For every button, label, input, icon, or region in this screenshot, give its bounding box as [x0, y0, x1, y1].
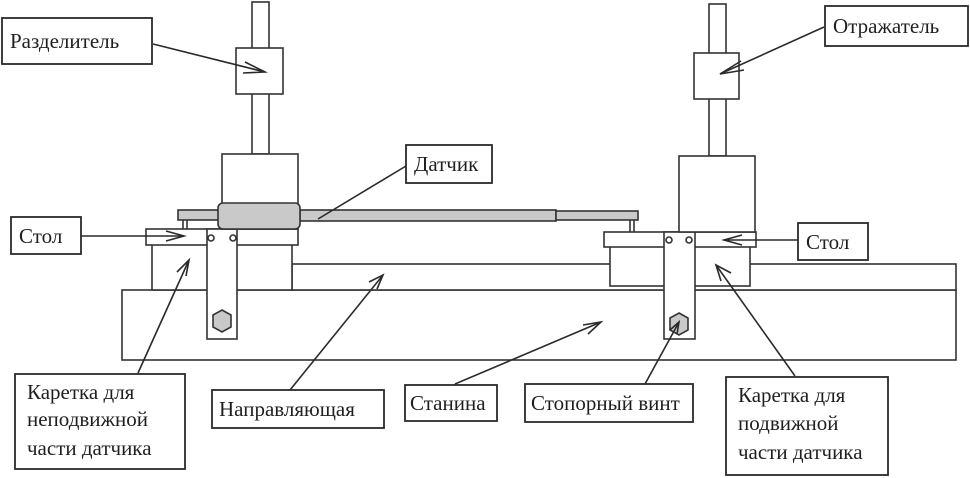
label-table-right: Стол	[797, 222, 869, 261]
bed	[121, 289, 957, 361]
label-splitter: Разделитель	[1, 17, 153, 65]
label-carriage-moving: Каретка для подвижной части датчика	[725, 376, 889, 476]
reflector-block	[693, 52, 740, 100]
leader-table-left	[81, 230, 187, 242]
arrow-head	[669, 319, 681, 335]
right-column	[678, 3, 756, 233]
label-carriage-moving-line1: Каретка для	[738, 383, 846, 407]
label-lock-screw-text: Стопорный винт	[531, 391, 680, 415]
arrow-head	[368, 273, 385, 290]
label-sensor-text: Датчик	[414, 152, 479, 176]
arrow-head	[165, 230, 187, 242]
label-reflector: Отражатель	[824, 5, 969, 47]
sensor-rod-thin	[555, 210, 639, 221]
right-column-base	[678, 155, 756, 233]
bed-body	[121, 289, 957, 361]
leader-table-right	[721, 234, 798, 246]
label-reflector-text: Отражатель	[833, 14, 939, 38]
left-pin-2	[229, 234, 237, 242]
label-guide-text: Направляющая	[219, 397, 355, 421]
leader-bed	[454, 320, 604, 385]
sensor-rod	[299, 209, 557, 222]
leader-guide	[289, 273, 385, 391]
arrow-head	[721, 234, 743, 246]
arrow-head	[719, 60, 745, 75]
leader-splitter	[152, 43, 269, 74]
label-lock-screw: Стопорный винт	[524, 383, 694, 423]
leader-carriage-fixed	[137, 257, 191, 374]
arrow-head	[582, 320, 604, 335]
label-splitter-text: Разделитель	[10, 29, 119, 53]
label-carriage-fixed-line3: части датчика	[27, 436, 152, 460]
left-pin-1	[207, 234, 215, 242]
sensor	[177, 202, 639, 232]
arrow-head	[176, 257, 191, 277]
label-carriage-moving-line2: подвижной	[738, 411, 838, 435]
label-carriage-fixed: Каретка для неподвижной части датчика	[14, 373, 186, 470]
arrow-head	[714, 263, 732, 282]
label-guide: Направляющая	[211, 389, 385, 429]
left-lock-screw-hex	[212, 309, 232, 333]
label-carriage-moving-line3: части датчика	[738, 440, 863, 464]
label-carriage-fixed-line2: неподвижной	[27, 407, 148, 431]
label-carriage-fixed-line1: Каретка для	[27, 380, 135, 404]
sensor-body	[217, 202, 301, 230]
arrow-head	[242, 61, 269, 74]
leader-carriage-moving	[714, 263, 796, 377]
label-table-left-text: Стол	[19, 224, 62, 248]
right-pin-1	[665, 236, 673, 244]
right-pin-2	[685, 236, 693, 244]
leader-reflector	[719, 26, 825, 75]
label-table-left: Стол	[10, 216, 82, 255]
label-bed: Станина	[404, 384, 498, 422]
left-column	[221, 1, 299, 230]
leader-sensor	[317, 165, 407, 220]
label-bed-text: Станина	[410, 391, 486, 415]
label-table-right-text: Стол	[806, 230, 849, 254]
label-sensor: Датчик	[405, 144, 493, 184]
leader-lock-screw	[644, 319, 681, 385]
